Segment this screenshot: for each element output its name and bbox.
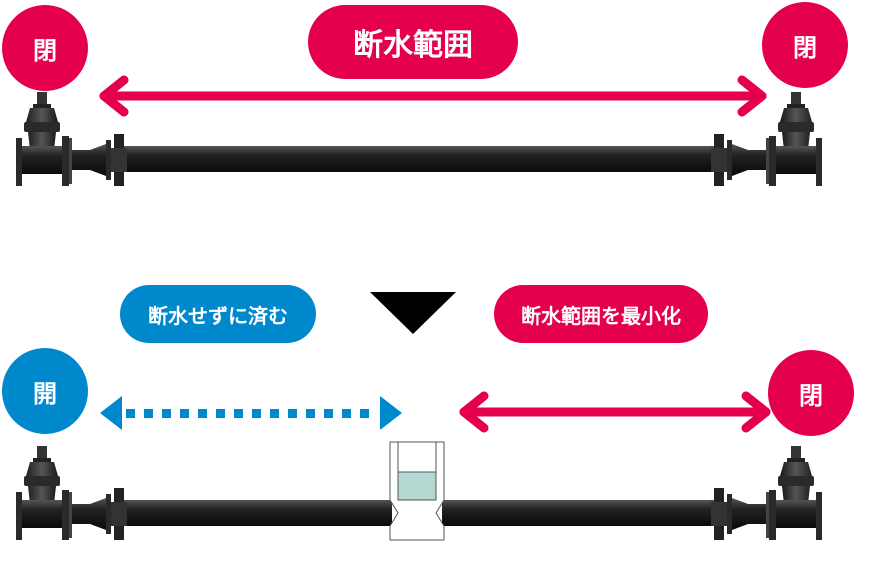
top-diagram	[16, 75, 822, 186]
badge-label: 閉	[799, 381, 823, 410]
bottom-closed-arrow	[459, 391, 771, 433]
bottom-diagram	[16, 391, 822, 541]
down-triangle-icon	[370, 292, 456, 334]
top-right-valve	[711, 92, 822, 186]
water-level	[397, 471, 437, 501]
top-left-closed-badge: 閉	[2, 5, 88, 91]
insertion-valve	[389, 441, 445, 541]
bottom-left-open-badge: 開	[2, 348, 88, 434]
bottom-right-closed-badge: 閉	[768, 350, 854, 436]
bottom-open-arrow	[100, 396, 402, 430]
top-pipe	[120, 146, 720, 172]
top-range-arrow	[99, 75, 767, 117]
bottom-right-valve	[711, 446, 822, 540]
no-shutoff-label: 断水せずに済む	[120, 285, 316, 343]
bottom-left-valve	[16, 446, 127, 540]
badge-label: 開	[33, 379, 57, 408]
bottom-pipe-right	[442, 500, 720, 526]
minimize-range-label: 断水範囲を最小化	[494, 285, 708, 343]
top-right-closed-badge: 閉	[762, 2, 848, 88]
top-range-label: 断水範囲	[308, 5, 518, 79]
bottom-pipe-left	[120, 500, 392, 526]
badge-label: 閉	[33, 36, 57, 65]
badge-label: 閉	[793, 33, 817, 62]
